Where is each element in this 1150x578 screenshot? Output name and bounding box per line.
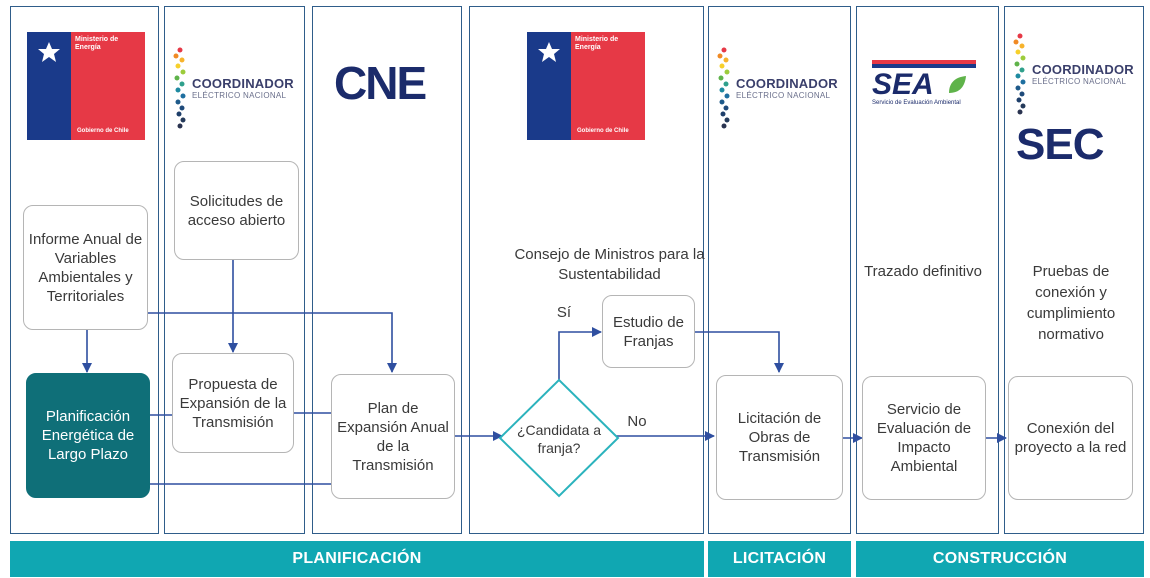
planificacion-node: Planificación Energética de Largo Plazo [26, 373, 150, 498]
coordinador-logo-2: COORDINADOR ELÉCTRICO NACIONAL [716, 46, 846, 136]
phase-planificacion: PLANIFICACIÓN [10, 541, 704, 577]
estudio-node: Estudio de Franjas [602, 295, 695, 368]
phase-construccion: CONSTRUCCIÓN [856, 541, 1144, 577]
arrow-informe-plan [148, 312, 397, 373]
candidata-label: ¿Candidata a franja? [516, 422, 602, 456]
arrow-si-estudio [558, 327, 602, 380]
dots-icon [1013, 33, 1026, 115]
pruebas-label: Pruebas de conexión y cumplimiento norma… [1026, 263, 1116, 343]
decision-diamond [498, 378, 620, 498]
dots-icon [717, 47, 730, 129]
trazado-label: Trazado definitivo [864, 263, 982, 280]
coordinador-logo: COORDINADOR ELÉCTRICO NACIONAL [172, 46, 302, 136]
servicio-node: Servicio de Evaluación de Impacto Ambien… [862, 376, 986, 500]
si-label: Sí [556, 304, 572, 321]
phase-licitacion: LICITACIÓN [708, 541, 851, 577]
leaf-icon [949, 76, 966, 93]
coordinador-logo-3: COORDINADOR ELÉCTRICO NACIONAL [1012, 32, 1142, 122]
dots-icon [173, 47, 186, 129]
no-label: No [627, 413, 647, 430]
plan-node: Plan de Expansión Anual de la Transmisió… [331, 374, 455, 499]
licitacion-node: Licitación de Obras de Transmisión [716, 375, 843, 500]
chile-crest-icon [38, 42, 60, 62]
consejo-label: Consejo de Ministros para la Sustentabil… [514, 246, 705, 283]
arrow-estudio-licitacion [694, 331, 784, 373]
conexion-node: Conexión del proyecto a la red [1008, 376, 1133, 500]
sea-logo: SEA Servicio de Evaluación Ambiental [872, 60, 976, 110]
cne-logo: CNE [334, 57, 427, 109]
solicitudes-node: Solicitudes de acceso abierto [174, 161, 299, 260]
sec-logo: SEC [1016, 120, 1104, 169]
chile-crest-icon [538, 42, 560, 62]
informe-node: Informe Anual de Variables Ambientales y… [23, 205, 148, 330]
propuesta-node: Propuesta de Expansión de la Transmisión [172, 353, 294, 453]
